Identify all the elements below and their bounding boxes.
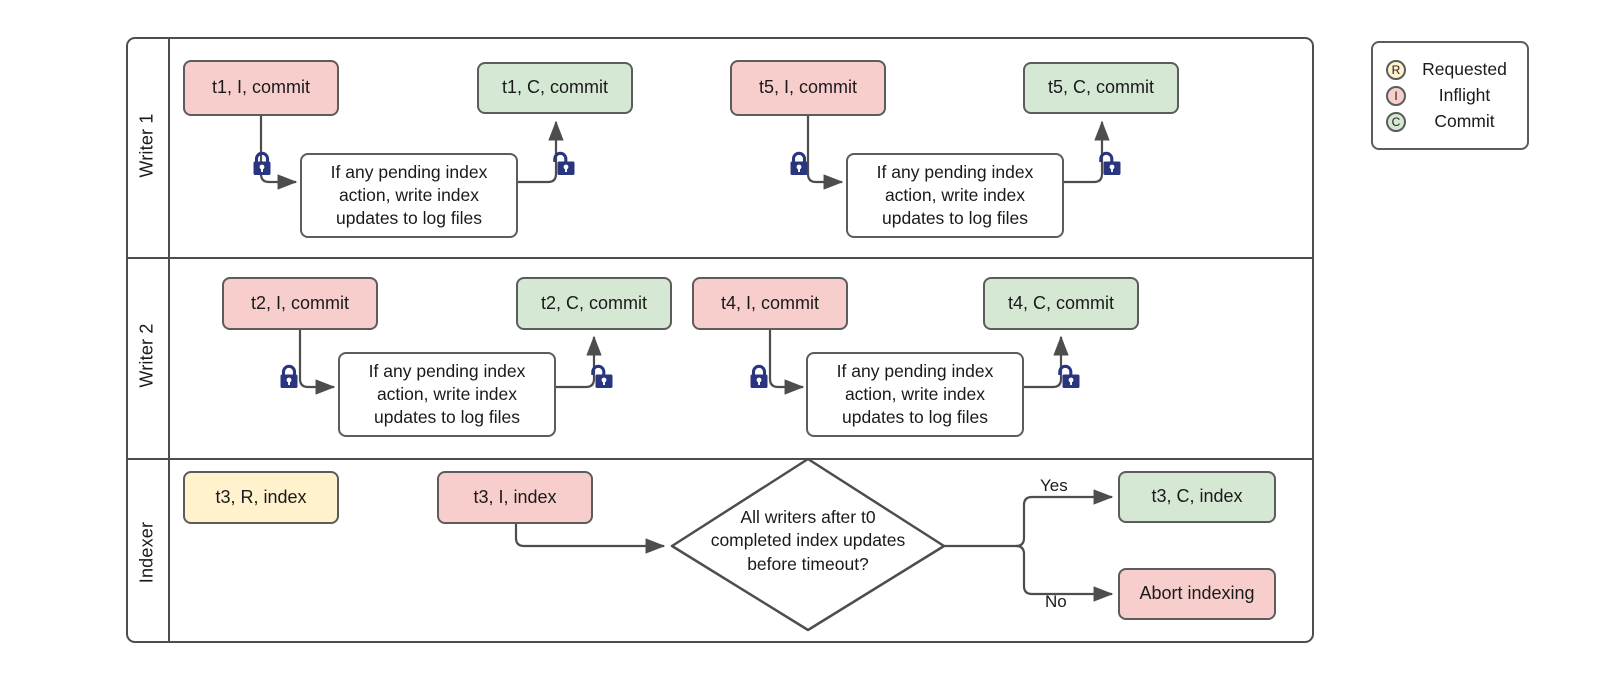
process-text: If any pending index action, write index… [331,161,488,230]
decision-line-3: before timeout? [747,553,869,574]
process-line-3: updates to log files [374,407,520,428]
decision-line-2: completed index updates [710,530,906,551]
process-text: If any pending index action, write index… [837,360,994,429]
node-ix-t3-commit[interactable]: t3, C, index [1118,471,1276,523]
process-line-2: action, write index [884,184,1026,205]
commit-badge-icon: C [1386,111,1406,132]
lane-divider-writer1-writer2 [126,257,1314,259]
requested-badge-icon: R [1386,59,1406,80]
legend-item-requested: R Requested [1386,57,1527,83]
node-w2-t2-commit[interactable]: t2, C, commit [516,277,672,330]
process-line-2: action, write index [338,184,480,205]
swimlane-pool [126,37,1314,643]
node-w1-process-2[interactable]: If any pending index action, write index… [846,153,1064,238]
locked-padlock-icon [786,150,812,178]
process-line-1: If any pending index [836,360,994,381]
process-line-2: action, write index [376,383,518,404]
unlocked-padlock-icon [591,363,617,391]
legend-panel: R Requested I Inflight C Commit [1371,41,1529,150]
edge-w2-t2-to-process1 [298,330,336,395]
node-w1-t1-inflight[interactable]: t1, I, commit [183,60,339,116]
locked-padlock-icon [249,150,275,178]
edge-w2-t4-to-process2 [768,330,805,395]
process-line-1: If any pending index [368,360,526,381]
legend-item-commit: C Commit [1386,109,1527,135]
node-ix-abort[interactable]: Abort indexing [1118,568,1276,620]
process-line-3: updates to log files [842,407,988,428]
node-w2-process-2[interactable]: If any pending index action, write index… [806,352,1024,437]
edge-ix-t3inflight-to-decision [514,524,666,554]
node-w1-t5-commit[interactable]: t5, C, commit [1023,62,1179,114]
unlocked-padlock-icon [1099,150,1125,178]
edge-w2-process2-to-t4commit [1024,335,1069,389]
edge-ix-yes-branch [1015,489,1114,548]
process-text: If any pending index action, write index… [877,161,1034,230]
unlocked-padlock-icon [1058,363,1084,391]
process-line-1: If any pending index [876,161,1034,182]
node-w2-t2-inflight[interactable]: t2, I, commit [222,277,378,330]
legend-label-inflight: Inflight [1438,85,1491,105]
node-w1-process-1[interactable]: If any pending index action, write index… [300,153,518,238]
locked-padlock-icon [276,363,302,391]
process-line-2: action, write index [844,383,986,404]
lane-header-divider [168,37,170,643]
legend-item-inflight: I Inflight [1386,83,1527,109]
node-w2-process-1[interactable]: If any pending index action, write index… [338,352,556,437]
node-w1-t5-inflight[interactable]: t5, I, commit [730,60,886,116]
decision-line-1: All writers after t0 [740,507,876,527]
edge-w2-process1-to-t2commit [556,335,602,389]
node-ix-decision-label[interactable]: All writers after t0 completed index upd… [658,506,958,576]
unlocked-padlock-icon [553,150,579,178]
lane-divider-writer2-indexer [126,458,1314,460]
inflight-badge-icon: I [1386,85,1406,106]
node-ix-t3-inflight[interactable]: t3, I, index [437,471,593,524]
decision-diamond-shape [670,457,946,632]
node-w1-t1-commit[interactable]: t1, C, commit [477,62,633,114]
legend-label-commit: Commit [1434,111,1495,131]
process-line-3: updates to log files [882,208,1028,229]
process-line-1: If any pending index [330,161,488,182]
node-w2-t4-inflight[interactable]: t4, I, commit [692,277,848,330]
locked-padlock-icon [746,363,772,391]
edge-label-no: No [1045,592,1067,611]
legend-label-requested: Requested [1422,59,1507,79]
process-line-3: updates to log files [336,208,482,229]
process-text: If any pending index action, write index… [369,360,526,429]
edge-w1-t5-to-process2 [806,116,844,190]
node-ix-t3-requested[interactable]: t3, R, index [183,471,339,524]
edge-ix-no-branch [1015,544,1114,602]
edge-w1-process2-to-t5commit [1064,120,1110,184]
edge-label-yes: Yes [1040,476,1068,495]
node-w2-t4-commit[interactable]: t4, C, commit [983,277,1139,330]
edge-w1-process1-to-t1commit [518,120,564,184]
